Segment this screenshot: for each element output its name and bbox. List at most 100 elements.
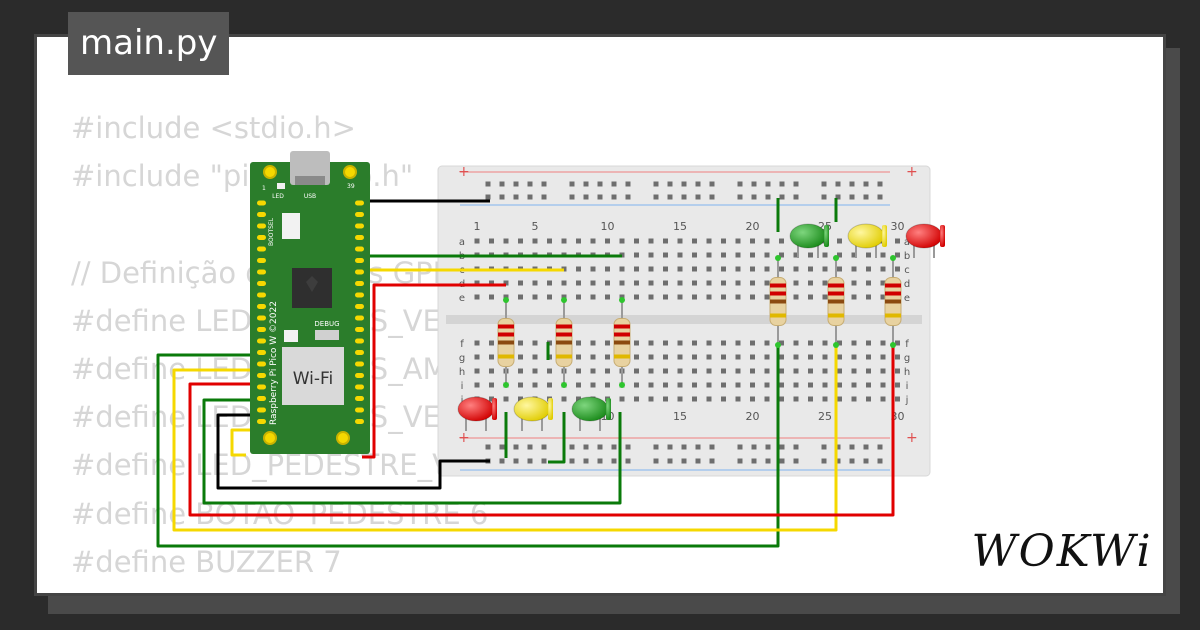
breadboard-hole bbox=[648, 382, 654, 388]
gpio-pin bbox=[257, 304, 266, 309]
breadboard-hole bbox=[837, 238, 842, 244]
breadboard-hole bbox=[851, 294, 857, 300]
gpio-pin bbox=[355, 246, 364, 252]
breadboard-hole bbox=[764, 294, 770, 300]
rail-hole bbox=[513, 458, 519, 464]
wifi-module bbox=[282, 347, 344, 405]
breadboard-hole bbox=[518, 396, 523, 402]
breadboard-hole bbox=[634, 340, 639, 346]
bootsel-label: BOOTSEL bbox=[268, 217, 275, 246]
breadboard-hole bbox=[822, 382, 828, 388]
breadboard-hole bbox=[677, 368, 683, 374]
yellow-led[interactable] bbox=[847, 223, 887, 258]
raspberry-icon bbox=[306, 276, 318, 292]
breadboard-hole bbox=[808, 294, 813, 300]
breadboard-hole bbox=[532, 354, 538, 360]
breadboard-hole bbox=[735, 354, 741, 360]
breadboard-hole bbox=[866, 340, 871, 346]
breadboard-hole bbox=[489, 238, 494, 244]
breadboard-hole bbox=[677, 294, 683, 300]
breadboard-hole bbox=[663, 354, 668, 360]
rail-hole bbox=[793, 194, 799, 200]
gpio-pin bbox=[355, 419, 364, 424]
breadboard-hole bbox=[648, 354, 654, 360]
rail-hole bbox=[737, 181, 743, 187]
filename-tab[interactable]: main.py bbox=[68, 12, 230, 75]
rail-hole bbox=[583, 181, 589, 187]
breadboard-hole bbox=[634, 280, 639, 286]
bootsel-button[interactable] bbox=[282, 213, 300, 239]
breadboard-hole bbox=[474, 280, 480, 286]
leds bbox=[457, 223, 945, 431]
row-letter: h bbox=[459, 367, 465, 378]
breadboard-hole bbox=[605, 382, 610, 388]
breadboard-hole bbox=[706, 238, 712, 244]
red-led[interactable] bbox=[905, 223, 945, 258]
wire-red bbox=[362, 283, 506, 459]
gpio-pin bbox=[355, 338, 364, 344]
green-led[interactable] bbox=[571, 396, 611, 431]
rail-hole bbox=[835, 458, 841, 464]
column-number: 25 bbox=[818, 410, 832, 423]
yellow-led[interactable] bbox=[513, 396, 553, 431]
pico-board[interactable]: Wi-Fi DEBUG LED USB 1 39 BOOTSEL Raspber… bbox=[250, 151, 370, 454]
rail-hole bbox=[737, 458, 743, 464]
breadboard-hole bbox=[619, 396, 625, 402]
rail-hole bbox=[695, 458, 701, 464]
red-led[interactable] bbox=[457, 396, 497, 431]
breadboard-hole bbox=[605, 280, 610, 286]
wire-green bbox=[548, 412, 566, 464]
breadboard-hole bbox=[866, 354, 871, 360]
breadboard-hole bbox=[518, 354, 523, 360]
breadboard-hole bbox=[576, 280, 581, 286]
breadboard-hole bbox=[735, 340, 741, 346]
breadboard-hole bbox=[793, 252, 799, 258]
plus-mark: + bbox=[906, 430, 918, 446]
breadboard-hole bbox=[764, 252, 770, 258]
breadboard-hole bbox=[750, 354, 755, 360]
rail-hole bbox=[709, 181, 715, 187]
breadboard-hole bbox=[851, 368, 857, 374]
breadboard-hole bbox=[547, 238, 552, 244]
rail-hole bbox=[541, 181, 547, 187]
gpio-pin bbox=[355, 384, 364, 390]
breadboard-hole bbox=[663, 294, 668, 300]
breadboard-hole bbox=[706, 368, 712, 374]
gpio-pin bbox=[257, 246, 266, 252]
breadboard-hole bbox=[692, 368, 697, 374]
rail-hole bbox=[709, 194, 715, 200]
breadboard-hole bbox=[895, 340, 900, 346]
gpio-pin bbox=[257, 315, 266, 321]
breadboard-hole bbox=[822, 368, 828, 374]
breadboard-hole bbox=[764, 396, 770, 402]
breadboard-hole bbox=[532, 294, 538, 300]
breadboard-hole bbox=[779, 368, 784, 374]
breadboard-hole bbox=[750, 340, 755, 346]
rail-hole bbox=[835, 444, 841, 450]
rail-hole bbox=[499, 458, 505, 464]
gpio-pin bbox=[257, 281, 266, 286]
breadboard-hole bbox=[822, 294, 828, 300]
rail-hole bbox=[527, 194, 533, 200]
breadboard-hole bbox=[793, 294, 799, 300]
breadboard-hole bbox=[547, 294, 552, 300]
breadboard-hole bbox=[677, 252, 683, 258]
rail-hole bbox=[765, 194, 771, 200]
breadboard-hole bbox=[750, 252, 755, 258]
breadboard-hole bbox=[721, 396, 726, 402]
gpio-pin bbox=[355, 292, 364, 298]
breadboard-hole bbox=[837, 368, 842, 374]
rail-hole bbox=[527, 444, 533, 450]
breadboard-hole bbox=[503, 280, 509, 286]
rail-hole bbox=[667, 194, 673, 200]
rail-hole bbox=[611, 444, 617, 450]
breadboard-hole bbox=[576, 340, 581, 346]
green-led[interactable] bbox=[789, 223, 829, 258]
rail-hole bbox=[709, 458, 715, 464]
breadboard-hole bbox=[489, 280, 494, 286]
power-rails bbox=[460, 171, 890, 471]
breadboard-hole bbox=[561, 280, 567, 286]
rail-hole bbox=[625, 194, 631, 200]
breadboard-hole bbox=[677, 280, 683, 286]
breadboard-hole bbox=[735, 252, 741, 258]
